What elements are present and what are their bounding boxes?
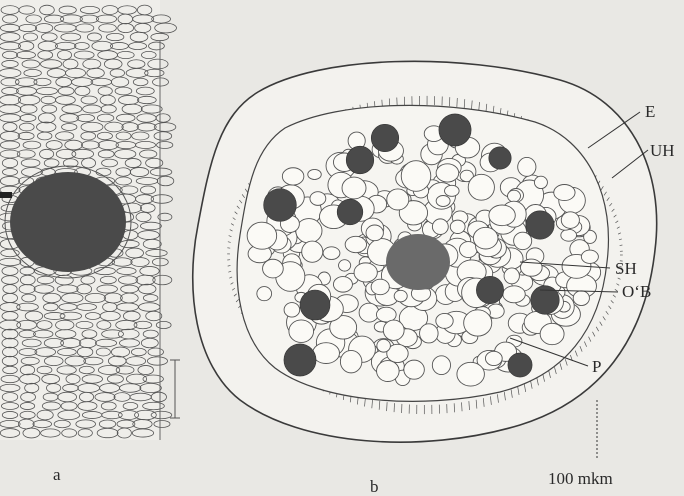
vascular-bundle <box>337 199 363 225</box>
panel-b-cross-section <box>193 61 657 442</box>
vascular-bundle <box>284 344 316 376</box>
label-sh: SH <box>615 260 637 277</box>
panel-label-a: a <box>53 466 61 483</box>
scale-bar-label: 100 mkm <box>548 470 613 487</box>
vascular-bundle <box>508 353 532 377</box>
label-uh: UH <box>650 142 675 159</box>
vascular-bundle <box>526 211 554 239</box>
vascular-bundle <box>300 290 330 320</box>
panel-label-b: b <box>370 478 379 495</box>
central-bundle <box>386 234 450 290</box>
label-p: P <box>592 358 601 375</box>
vascular-bundle-a <box>10 172 126 272</box>
vascular-bundle <box>264 189 297 222</box>
label-epidermis: E <box>645 103 655 120</box>
vascular-bundle <box>371 124 398 151</box>
label-ob: O‘B <box>622 283 651 300</box>
vascular-bundle <box>439 114 471 146</box>
vascular-bundle <box>489 147 511 169</box>
vascular-bundle <box>476 276 503 303</box>
panel-a-section <box>0 0 180 440</box>
vascular-bundle <box>346 146 374 174</box>
